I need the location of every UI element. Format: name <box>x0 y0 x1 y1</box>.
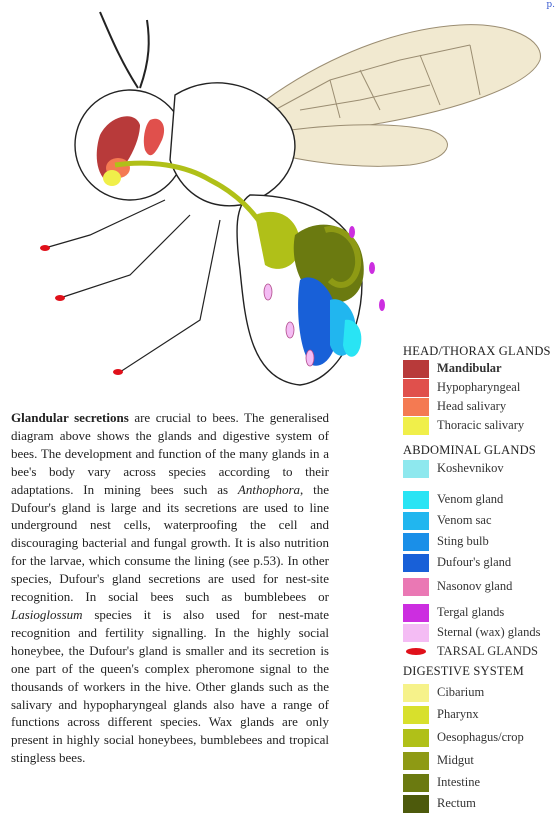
legend-label: Sternal (wax) glands <box>437 625 540 640</box>
paragraph-genus-1: Anthophora <box>238 482 300 497</box>
legend-swatch <box>403 684 429 702</box>
bee-antenna <box>100 12 149 88</box>
legend-label: Tergal glands <box>437 605 504 620</box>
legend-item-venom-gland: Venom gland <box>403 490 503 509</box>
legend-label: Venom gland <box>437 492 503 507</box>
legend-item-cibarium: Cibarium <box>403 683 484 702</box>
legend-swatch <box>403 604 429 622</box>
thoracic-salivary-gland-shape <box>103 170 121 186</box>
legend-label: Nasonov gland <box>437 579 512 594</box>
legend-label: Thoracic salivary <box>437 418 524 433</box>
legend-heading-digestive: DIGESTIVE SYSTEM <box>403 664 524 679</box>
bee-anatomy-illustration <box>0 0 559 400</box>
legend-label: Oesophagus/crop <box>437 730 524 745</box>
legend-label: Cibarium <box>437 685 484 700</box>
legend-swatch <box>403 729 429 747</box>
legend-label: Midgut <box>437 753 474 768</box>
legend-label: Hypopharyngeal <box>437 380 520 395</box>
legend-item-tarsal-glands: TARSAL GLANDS <box>403 642 538 661</box>
body-paragraph: Glandular secretions are crucial to bees… <box>11 409 329 767</box>
legend-label: Mandibular <box>437 361 502 376</box>
paragraph-genus-2: Lasioglossum <box>11 607 83 622</box>
legend-swatch <box>403 379 429 397</box>
legend-swatch <box>403 417 429 435</box>
legend-item-rectum: Rectum <box>403 794 476 813</box>
tarsal-gland-marks <box>40 245 123 375</box>
legend-label: Koshevnikov <box>437 461 504 476</box>
legend-swatch <box>403 578 429 596</box>
legend-label: Venom sac <box>437 513 492 528</box>
legend-item-pharynx: Pharynx <box>403 705 479 724</box>
legend-label: Head salivary <box>437 399 506 414</box>
legend-swatch <box>403 706 429 724</box>
legend-item-tergal-glands: Tergal glands <box>403 603 504 622</box>
legend-item-venom-sac: Venom sac <box>403 511 492 530</box>
legend-item-oesophagus-crop: Oesophagus/crop <box>403 728 524 747</box>
legend-swatch <box>403 460 429 478</box>
tarsal-swatch <box>403 647 429 657</box>
legend-item-mandibular: Mandibular <box>403 359 502 378</box>
legend-swatch <box>403 360 429 378</box>
legend-item-nasonov-gland: Nasonov gland <box>403 577 512 596</box>
paragraph-part-3: species it is also used for nest-mate re… <box>11 607 329 765</box>
legend-swatch <box>403 533 429 551</box>
corner-mark: p. <box>546 0 555 10</box>
legend-label: Intestine <box>437 775 480 790</box>
legend-swatch <box>403 491 429 509</box>
legend-item-intestine: Intestine <box>403 773 480 792</box>
legend-swatch <box>403 774 429 792</box>
legend-swatch <box>403 512 429 530</box>
legend-heading-head-thorax: HEAD/THORAX GLANDS <box>403 344 551 359</box>
paragraph-part-2: , the Dufour's gland is large and its se… <box>11 482 329 604</box>
legend-item-head-salivary: Head salivary <box>403 397 506 416</box>
bee-legs <box>45 200 220 372</box>
legend-swatch <box>403 752 429 770</box>
legend-item-koshevnikov: Koshevnikov <box>403 459 504 478</box>
legend-label: Rectum <box>437 796 476 811</box>
legend-item-midgut: Midgut <box>403 751 474 770</box>
legend-swatch <box>403 624 429 642</box>
legend-label: Pharynx <box>437 707 479 722</box>
legend-swatch <box>403 795 429 813</box>
legend-label: Sting bulb <box>437 534 489 549</box>
legend-swatch <box>403 398 429 416</box>
legend-item-sternal-glands: Sternal (wax) glands <box>403 623 540 642</box>
legend-heading-abdominal: ABDOMINAL GLANDS <box>403 443 536 458</box>
legend-swatch <box>403 554 429 572</box>
paragraph-lead: Glandular secretions <box>11 410 129 425</box>
legend-item-dufours-gland: Dufour's gland <box>403 553 511 572</box>
legend-label: Dufour's gland <box>437 555 511 570</box>
legend-label-tarsal: TARSAL GLANDS <box>437 644 538 659</box>
legend-item-thoracic-salivary: Thoracic salivary <box>403 416 524 435</box>
legend-item-hypopharyngeal: Hypopharyngeal <box>403 378 520 397</box>
legend-item-sting-bulb: Sting bulb <box>403 532 489 551</box>
